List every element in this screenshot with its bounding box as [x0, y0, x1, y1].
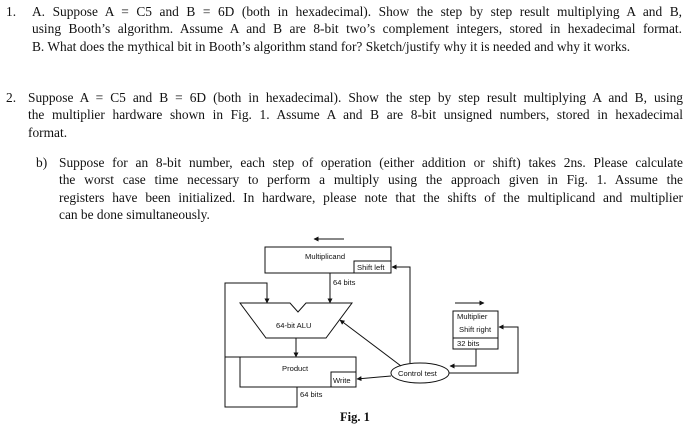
product-loop-wire — [224, 357, 298, 408]
control-to-shift-right-wire — [449, 324, 519, 374]
question-2-line-2: the multiplier hardware shown in Fig. 1.… — [28, 107, 683, 123]
control-to-alu-wire — [339, 319, 402, 367]
multiplicand-register — [264, 246, 392, 274]
question-2b-line-2: the worst case time necessary to perform… — [59, 172, 683, 188]
question-2b-line-1: Suppose for an 8-bit number, each step o… — [59, 155, 683, 170]
control-to-write-wire — [356, 375, 392, 382]
alu-label: 64-bit ALU — [276, 321, 311, 330]
question-2-text: Suppose A = C5 and B = 6D (both in hexad… — [28, 89, 683, 141]
product-feedback-wire — [224, 282, 270, 358]
question-1-line-1: A. Suppose A = C5 and B = 6D (both in he… — [32, 4, 682, 19]
bits-32-label: 32 bits — [457, 339, 480, 348]
alu-shape — [239, 302, 353, 339]
multiplicand-label: Multiplicand — [305, 252, 345, 261]
bits-64-bottom-label: 64 bits — [300, 390, 323, 399]
question-2b-line-3: registers have been initialized. In hard… — [59, 189, 683, 205]
question-2-line-3: format. — [28, 124, 68, 140]
question-2b-line-4: can be done simultaneously. — [59, 206, 210, 222]
multiplier-label: Multiplier — [457, 312, 488, 321]
figure-caption: Fig. 1 — [340, 410, 370, 424]
bits-64-top-label: 64 bits — [333, 278, 356, 287]
question-2b-label: b) — [36, 155, 48, 170]
shift-left-label: Shift left — [357, 263, 385, 272]
shift-right-label: Shift right — [459, 325, 492, 334]
control-test-label: Control test — [398, 369, 438, 378]
control-to-shift-left-wire — [391, 264, 411, 363]
write-label: Write — [333, 376, 351, 385]
question-1-line-3: B. What does the mythical bit in Booth’s… — [32, 38, 631, 54]
question-2-number: 2. — [6, 90, 17, 105]
question-1-line-2: using Booth’s algorithm. Assume A and B … — [32, 21, 682, 37]
question-2-line-1: Suppose A = C5 and B = 6D (both in hexad… — [28, 90, 683, 105]
question-1-number: 1. — [6, 4, 17, 19]
question-1-text: A. Suppose A = C5 and B = 6D (both in he… — [32, 3, 682, 55]
shift-left-box — [353, 260, 392, 274]
write-box — [330, 371, 357, 388]
product-label: Product — [282, 364, 309, 373]
question-2b-text: Suppose for an 8-bit number, each step o… — [59, 154, 683, 223]
shift-right-box — [452, 310, 499, 339]
multiplier-to-control-wire — [449, 349, 477, 369]
